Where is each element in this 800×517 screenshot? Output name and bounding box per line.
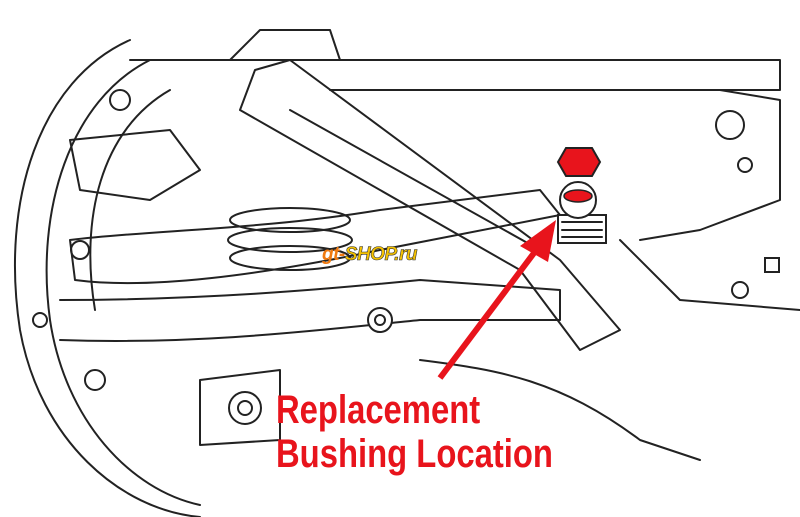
logo-part: gt-	[322, 244, 345, 265]
brake-disc	[13, 39, 201, 517]
replacement-bushing-highlight	[556, 147, 607, 244]
logo-part: .ru	[394, 244, 418, 266]
knuckle	[69, 129, 201, 201]
callout-label: Replacement Bushing Location	[276, 388, 553, 476]
callout-line-2: Bushing Location	[276, 432, 553, 476]
crossmember	[129, 29, 800, 311]
watermark-logo: gt-SHOP.ru	[322, 244, 418, 266]
lower-bushing	[199, 369, 281, 446]
logo-part: SHOP	[344, 244, 395, 266]
callout-arrow	[437, 220, 556, 380]
callout-line-1: Replacement	[276, 388, 481, 432]
coil-spring	[227, 207, 353, 271]
